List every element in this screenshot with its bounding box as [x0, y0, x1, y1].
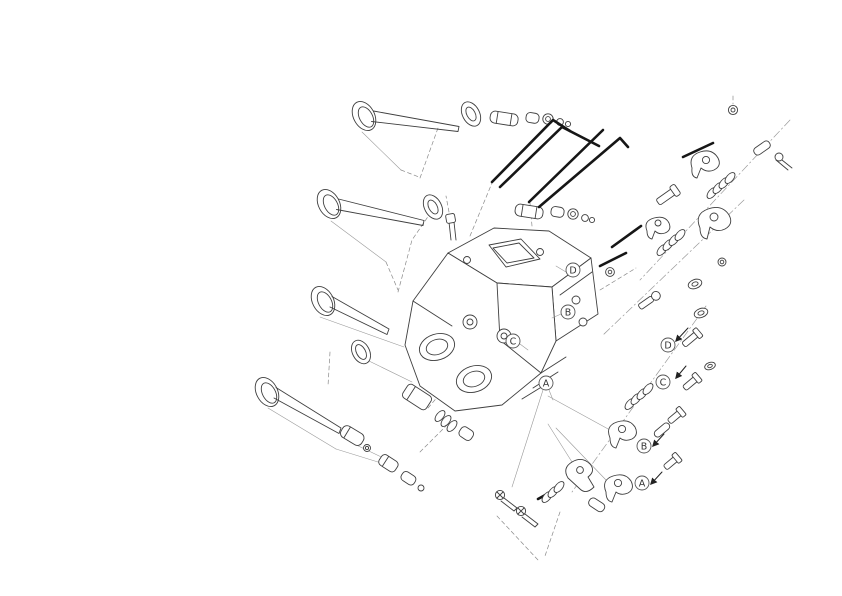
- bolt-A: [663, 452, 683, 470]
- valve-spring-center: [434, 410, 458, 432]
- valve-spring-bottom: [541, 481, 565, 503]
- shaft-segment-2: [610, 224, 643, 249]
- arrow-C: [675, 365, 687, 380]
- callout-label: D: [569, 265, 576, 276]
- valve-guide-4: [340, 425, 365, 446]
- shaft-segment-1: [681, 141, 715, 159]
- callout-label: A: [543, 378, 550, 389]
- shim-4: [363, 444, 371, 452]
- rocker-arm-1: [690, 150, 720, 179]
- valve-1: [351, 101, 460, 132]
- shaft-segment-3: [598, 251, 628, 268]
- bolt-D: [682, 327, 704, 348]
- washer-pair-1: [687, 278, 703, 290]
- cotters-2: [567, 208, 596, 224]
- callout-C-center: C: [505, 333, 521, 349]
- callout-B-right: B: [636, 438, 652, 454]
- valve-3: [310, 286, 390, 335]
- callout-D-center: D: [565, 262, 581, 278]
- rocker-spring-3: [624, 383, 654, 410]
- adjuster-nut: [727, 95, 739, 116]
- valve-guide-1: [489, 110, 519, 127]
- rocker-spring-2: [656, 229, 686, 256]
- washer-C: [704, 361, 716, 371]
- shoulder-bolt-1: [656, 184, 681, 206]
- callout-label: B: [565, 307, 572, 318]
- bolt-C: [682, 372, 703, 391]
- cotters-1: [542, 113, 572, 128]
- spring-retainer-center: [458, 426, 475, 441]
- callout-A-right: A: [634, 475, 650, 491]
- bolt-B: [667, 406, 687, 424]
- valve-keeper-1: [460, 101, 482, 127]
- valve-keeper-2: [422, 194, 444, 220]
- callout-A-center: A: [538, 375, 554, 391]
- cylinder-head: [404, 195, 599, 412]
- shim-small: [417, 484, 425, 492]
- rocker-arm-2: [697, 207, 732, 240]
- cap-screw-1: [605, 267, 615, 277]
- valve-seal-3: [351, 339, 371, 365]
- spring-seat-1: [525, 112, 540, 124]
- rocker-arm-bottom: [565, 459, 595, 492]
- oil-lines: [490, 118, 630, 209]
- shim-cylinder-2: [400, 471, 417, 486]
- callout-leaders: [519, 265, 567, 401]
- valve-guide-2: [514, 203, 544, 220]
- callout-D-right: D: [660, 337, 676, 353]
- callout-C-right: C: [655, 374, 671, 390]
- bolt-small-1: [774, 152, 793, 171]
- washer-pair-2: [693, 307, 709, 319]
- callout-label: C: [510, 336, 517, 347]
- rocker-pin-B: [653, 422, 671, 438]
- rocker-arm-4: [608, 420, 637, 449]
- callout-label: B: [641, 441, 648, 452]
- screw-2: [515, 505, 539, 528]
- tappet-bucket: [401, 383, 433, 411]
- arrow-A: [650, 471, 663, 486]
- rocker-arm-5: [604, 474, 633, 503]
- valve-2: [316, 189, 425, 226]
- arrow-D: [675, 327, 689, 343]
- callout-label: D: [664, 340, 671, 351]
- cap-nut-1: [717, 257, 727, 267]
- callout-label: A: [639, 478, 646, 489]
- rocker-arm-3: [645, 216, 671, 240]
- rocker-pin-bottom: [588, 497, 606, 513]
- callout-B-center: B: [560, 304, 576, 320]
- spring-seat-2: [550, 206, 565, 218]
- dowel-1: [753, 140, 771, 156]
- valve-4: [254, 377, 342, 434]
- shim-cylinder-1: [378, 454, 399, 473]
- arrow-B: [652, 433, 665, 448]
- pivot-bolt-1: [638, 291, 661, 310]
- rocker-spring-1: [706, 172, 736, 199]
- callout-label: C: [660, 377, 667, 388]
- screw-1: [494, 489, 518, 512]
